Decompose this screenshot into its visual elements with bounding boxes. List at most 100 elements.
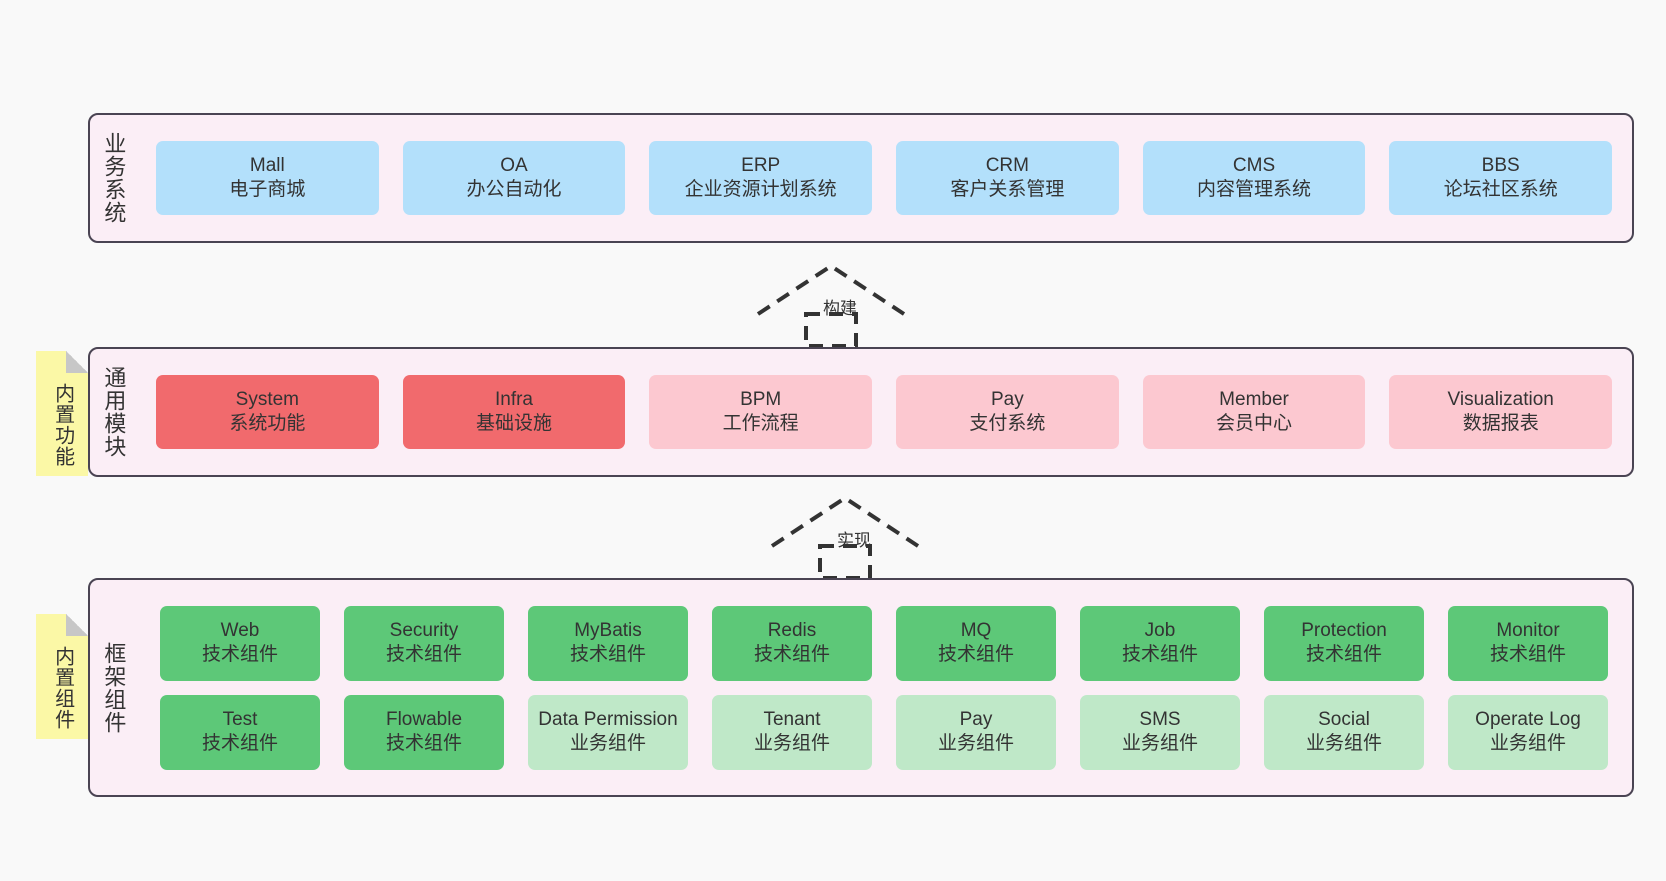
- card-title: Security: [389, 619, 459, 641]
- layer-business-systems: 业务系统 Mall 电子商城 OA 办公自动化 ERP 企业资源计划系统 CRM…: [88, 113, 1634, 243]
- connector-implement-label: 实现: [837, 531, 871, 550]
- card-subtitle: 技术组件: [1305, 644, 1382, 665]
- card-monitor[interactable]: Monitor 技术组件: [1448, 605, 1608, 681]
- card-oa[interactable]: OA 办公自动化: [402, 141, 626, 215]
- card-title: Social: [1318, 708, 1370, 730]
- card-title: MQ: [960, 619, 992, 641]
- card-subtitle: 会员中心: [1216, 413, 1293, 434]
- layer-common-modules: 通用模块 System 系统功能 Infra 基础设施 BPM 工作流程 Pay…: [88, 347, 1634, 477]
- card-title: Job: [1144, 619, 1176, 641]
- card-protection[interactable]: Protection 技术组件: [1264, 605, 1424, 681]
- card-sms[interactable]: SMS 业务组件: [1080, 694, 1240, 770]
- card-title: ERP: [741, 154, 781, 176]
- connector-implement: 实现: [770, 494, 920, 580]
- card-erp[interactable]: ERP 企业资源计划系统: [649, 141, 873, 215]
- module-card-list: System 系统功能 Infra 基础设施 BPM 工作流程 Pay 支付系统…: [136, 349, 1632, 475]
- card-pay-component[interactable]: Pay 业务组件: [896, 694, 1056, 770]
- card-title: Monitor: [1496, 619, 1560, 641]
- card-job[interactable]: Job 技术组件: [1080, 605, 1240, 681]
- card-visualization[interactable]: Visualization 数据报表: [1389, 375, 1613, 449]
- sticky-note-label: 内置组件: [51, 645, 74, 730]
- card-subtitle: 论坛社区系统: [1443, 179, 1558, 200]
- card-subtitle: 数据报表: [1462, 413, 1539, 434]
- card-title: Redis: [767, 619, 817, 641]
- card-mybatis[interactable]: MyBatis 技术组件: [528, 605, 688, 681]
- card-subtitle: 技术组件: [201, 644, 278, 665]
- card-test[interactable]: Test 技术组件: [160, 694, 320, 770]
- card-subtitle: 技术组件: [201, 733, 278, 754]
- card-subtitle: 电子商城: [229, 179, 306, 200]
- card-subtitle: 业务组件: [1121, 733, 1198, 754]
- card-subtitle: 基础设施: [476, 413, 553, 434]
- card-security[interactable]: Security 技术组件: [344, 605, 504, 681]
- card-subtitle: 办公自动化: [466, 179, 562, 200]
- card-subtitle: 技术组件: [569, 644, 646, 665]
- card-title: System: [235, 388, 300, 410]
- layer-title-modules: 通用模块: [101, 366, 127, 458]
- layer-title-business: 业务系统: [101, 132, 127, 224]
- card-crm[interactable]: CRM 客户关系管理: [896, 141, 1119, 215]
- card-title: Test: [222, 708, 258, 730]
- card-subtitle: 支付系统: [969, 413, 1046, 434]
- layer-framework-components: 框架组件 Web 技术组件 Security 技术组件 MyBatis 技术组件…: [88, 578, 1634, 797]
- card-subtitle: 技术组件: [1489, 644, 1566, 665]
- card-title: Data Permission: [538, 708, 678, 730]
- arrow-head-icon: [756, 263, 906, 316]
- card-subtitle: 工作流程: [722, 413, 799, 434]
- card-subtitle: 技术组件: [385, 644, 462, 665]
- card-title: Pay: [990, 388, 1024, 410]
- card-title: Infra: [494, 388, 534, 410]
- sticky-note-builtin-features: 内置功能: [36, 351, 88, 476]
- card-subtitle: 技术组件: [937, 644, 1014, 665]
- card-title: Visualization: [1447, 388, 1554, 410]
- card-subtitle: 业务组件: [937, 733, 1014, 754]
- card-subtitle: 客户关系管理: [950, 179, 1065, 200]
- card-title: Mall: [249, 154, 285, 176]
- card-mall[interactable]: Mall 电子商城: [156, 141, 379, 215]
- layer-title-framework: 框架组件: [101, 641, 127, 734]
- card-cms[interactable]: CMS 内容管理系统: [1142, 141, 1366, 215]
- card-system[interactable]: System 系统功能: [156, 375, 379, 449]
- card-subtitle: 业务组件: [1489, 733, 1566, 754]
- sticky-note-label: 内置功能: [51, 382, 74, 467]
- card-subtitle: 业务组件: [569, 733, 646, 754]
- card-subtitle: 业务组件: [753, 733, 830, 754]
- card-subtitle: 系统功能: [229, 413, 306, 434]
- sticky-note-builtin-components: 内置组件: [36, 614, 88, 739]
- card-bpm[interactable]: BPM 工作流程: [649, 375, 873, 449]
- card-data-permission[interactable]: Data Permission 业务组件: [528, 694, 688, 770]
- card-title: SMS: [1139, 708, 1181, 730]
- card-operate-log[interactable]: Operate Log 业务组件: [1448, 694, 1608, 770]
- card-title: CMS: [1232, 154, 1276, 176]
- card-subtitle: 企业资源计划系统: [684, 179, 837, 200]
- card-pay[interactable]: Pay 支付系统: [896, 375, 1119, 449]
- card-tenant[interactable]: Tenant 业务组件: [712, 694, 872, 770]
- card-title: MyBatis: [574, 619, 642, 641]
- card-social[interactable]: Social 业务组件: [1264, 694, 1424, 770]
- card-title: Tenant: [763, 708, 821, 730]
- card-redis[interactable]: Redis 技术组件: [712, 605, 872, 681]
- arrow-head-icon: [770, 495, 920, 548]
- card-subtitle: 业务组件: [1305, 733, 1382, 754]
- card-title: BPM: [740, 388, 782, 410]
- card-mq[interactable]: MQ 技术组件: [896, 605, 1056, 681]
- card-infra[interactable]: Infra 基础设施: [402, 375, 626, 449]
- card-title: OA: [500, 154, 528, 176]
- card-flowable[interactable]: Flowable 技术组件: [344, 694, 504, 770]
- card-title: Web: [220, 619, 260, 641]
- card-title: Protection: [1301, 619, 1387, 641]
- card-title: Member: [1219, 388, 1289, 410]
- framework-row-tech: Web 技术组件 Security 技术组件 MyBatis 技术组件 Redi…: [148, 605, 1620, 681]
- framework-card-grid: Web 技术组件 Security 技术组件 MyBatis 技术组件 Redi…: [136, 580, 1632, 795]
- card-member[interactable]: Member 会员中心: [1142, 375, 1366, 449]
- card-title: CRM: [985, 154, 1029, 176]
- card-web[interactable]: Web 技术组件: [160, 605, 320, 681]
- connector-build-label: 构建: [823, 299, 857, 318]
- card-title: BBS: [1481, 154, 1520, 176]
- framework-row-business: Test 技术组件 Flowable 技术组件 Data Permission …: [148, 694, 1620, 770]
- card-title: Pay: [959, 708, 993, 730]
- card-subtitle: 内容管理系统: [1197, 179, 1312, 200]
- card-bbs[interactable]: BBS 论坛社区系统: [1389, 141, 1613, 215]
- arrow-shaft: [804, 312, 858, 348]
- card-subtitle: 技术组件: [1121, 644, 1198, 665]
